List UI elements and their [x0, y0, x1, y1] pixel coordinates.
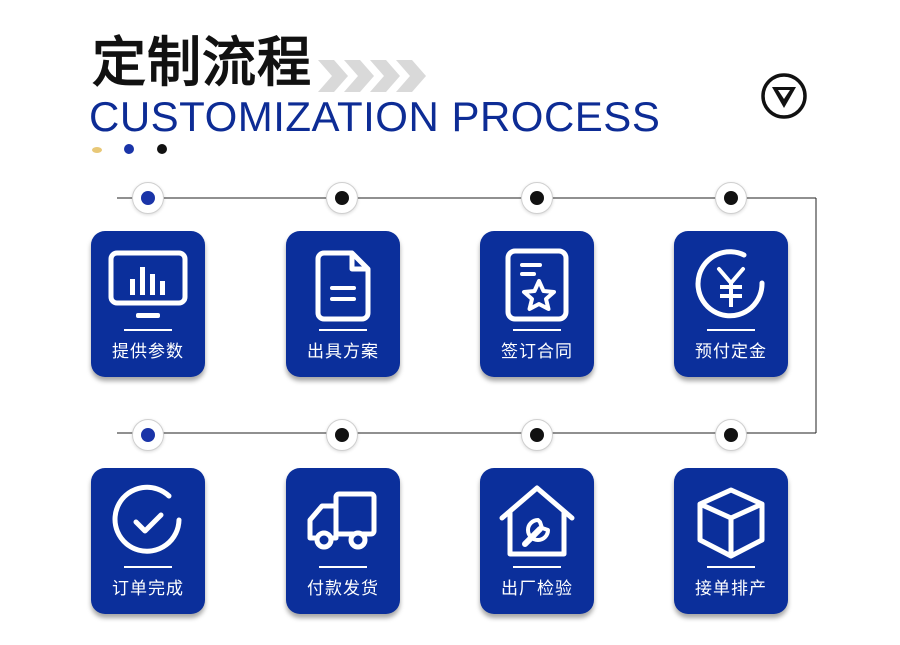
timeline-node	[326, 419, 358, 451]
timeline-node	[132, 419, 164, 451]
timeline-node	[521, 182, 553, 214]
step-card-payment-shipping: 付款发货	[286, 468, 400, 614]
contract-star-icon	[505, 248, 569, 322]
step-card-provide-parameters: 提供参数	[91, 231, 205, 377]
step-card-issue-proposal: 出具方案	[286, 231, 400, 377]
decorative-dots	[92, 144, 167, 154]
step-label: 付款发货	[307, 579, 379, 599]
delivery-truck-icon	[307, 491, 377, 550]
step-card-factory-inspection: 出厂检验	[480, 468, 594, 614]
step-label: 接单排产	[695, 579, 767, 599]
step-label: 签订合同	[501, 342, 573, 362]
timeline-node	[715, 419, 747, 451]
step-label: 订单完成	[112, 579, 184, 599]
step-card-accept-order-production: 接单排产	[674, 468, 788, 614]
timeline-node	[715, 182, 747, 214]
timeline-node	[326, 182, 358, 214]
step-card-pay-deposit: 预付定金	[674, 231, 788, 377]
step-label: 提供参数	[112, 342, 184, 362]
check-circle-icon	[112, 484, 182, 554]
chevron-arrows-icon	[318, 60, 426, 92]
house-wrench-icon	[499, 485, 575, 557]
step-card-sign-contract: 签订合同	[480, 231, 594, 377]
timeline-node	[521, 419, 553, 451]
yen-coin-icon	[695, 249, 765, 319]
step-card-order-complete: 订单完成	[91, 468, 205, 614]
document-icon	[315, 250, 371, 322]
package-box-icon	[697, 487, 765, 559]
chevron-down-circle-icon	[761, 73, 807, 119]
step-label: 预付定金	[695, 342, 767, 362]
timeline-node	[132, 182, 164, 214]
step-label: 出厂检验	[501, 579, 573, 599]
monitor-chart-icon	[108, 250, 188, 318]
page-subtitle: CUSTOMIZATION PROCESS	[89, 93, 661, 140]
page-title: 定制流程	[92, 31, 312, 94]
step-label: 出具方案	[307, 342, 379, 362]
